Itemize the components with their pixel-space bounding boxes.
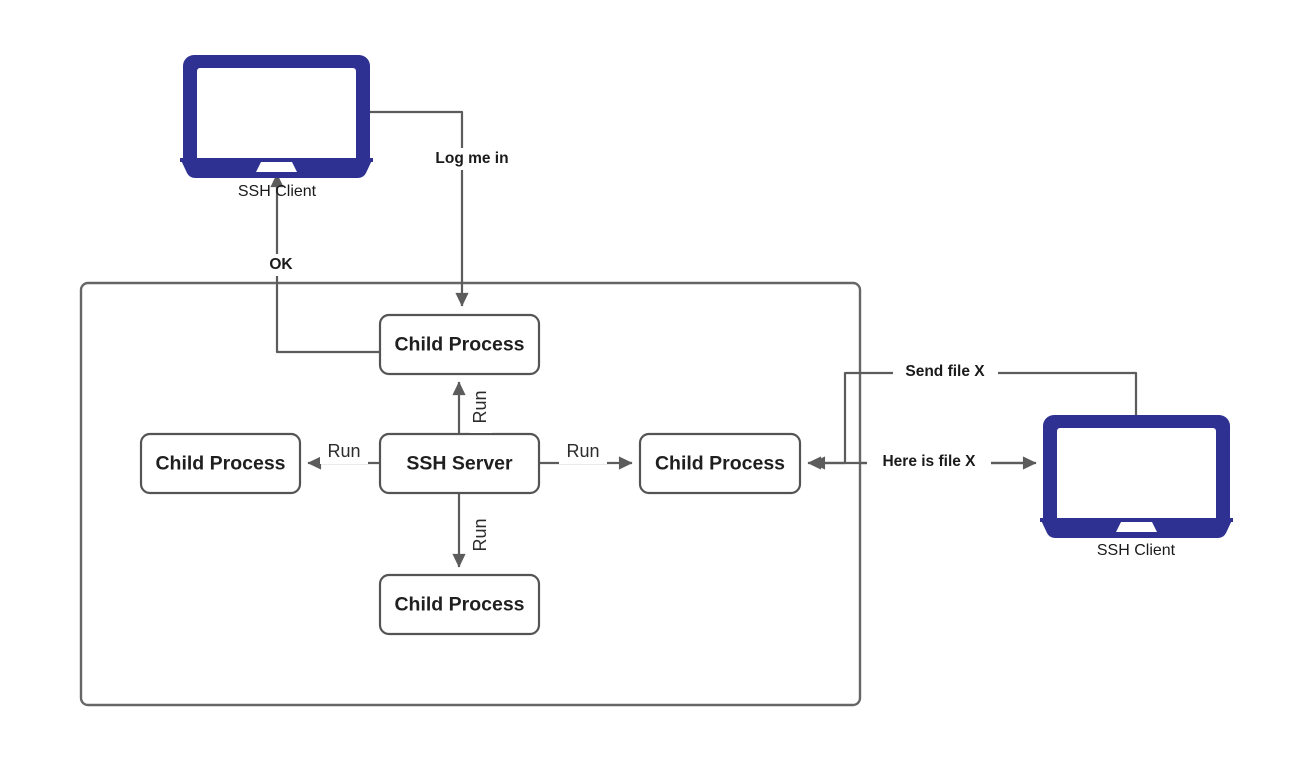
laptop-icon-client-top bbox=[180, 55, 373, 178]
node-label-child-right: Child Process bbox=[655, 453, 785, 475]
node-label-child-top: Child Process bbox=[394, 334, 524, 356]
node-child-right[interactable]: Child Process bbox=[638, 432, 802, 495]
edge-label-run-right: Run bbox=[566, 441, 599, 461]
laptop-icon-client-right bbox=[1040, 415, 1233, 538]
edge-label-send-file-x: Send file X bbox=[905, 363, 985, 380]
node-label-child-left: Child Process bbox=[155, 453, 285, 475]
node-child-left[interactable]: Child Process bbox=[139, 432, 302, 495]
edge-label-ok: OK bbox=[269, 256, 293, 273]
edge-label-run-up: Run bbox=[470, 390, 490, 423]
node-label-ssh-server: SSH Server bbox=[406, 453, 513, 475]
edge-label-log-me-in: Log me in bbox=[435, 150, 508, 167]
edge-log-me-in bbox=[360, 110, 469, 307]
node-child-bottom[interactable]: Child Process bbox=[378, 573, 541, 636]
node-label-child-bottom: Child Process bbox=[394, 594, 524, 616]
edge-label-here-is-file-x: Here is file X bbox=[882, 453, 976, 470]
edge-label-run-down: Run bbox=[470, 518, 490, 551]
node-child-top[interactable]: Child Process bbox=[378, 313, 541, 376]
edge-label-run-left: Run bbox=[327, 441, 360, 461]
edge-ok bbox=[270, 173, 380, 354]
device-label-client-right: SSH Client bbox=[1097, 542, 1176, 559]
device-label-client-top: SSH Client bbox=[238, 183, 317, 200]
ssh-server-host-boundary bbox=[79, 281, 862, 707]
node-ssh-server[interactable]: SSH Server bbox=[378, 432, 541, 495]
